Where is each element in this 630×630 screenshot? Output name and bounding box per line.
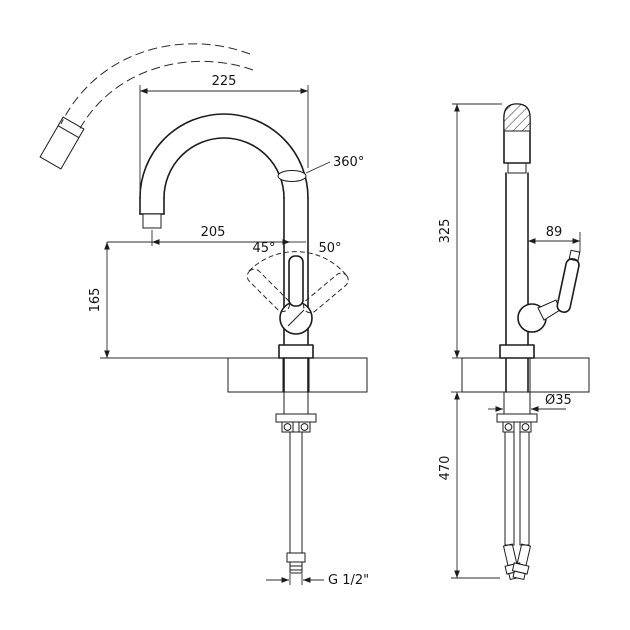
base-flange	[278, 344, 314, 359]
front-view-dimensions: 225 360° 205 45° 50° 165 G 1/2"	[88, 74, 369, 588]
faucet-body	[278, 197, 314, 359]
head-collar	[507, 162, 527, 174]
aerator	[142, 213, 162, 229]
mounting-hardware-side	[496, 391, 538, 433]
front-view: 225 360° 205 45° 50° 165 G 1/2"	[39, 43, 369, 588]
supply-hose	[286, 431, 306, 574]
handle-position-right-dashed	[303, 272, 349, 314]
dim-handle-offset-label: 89	[546, 225, 563, 240]
pullout-hose-dashed	[60, 43, 254, 133]
dim-body-height-label: 325	[438, 219, 453, 244]
swivel-angle-label: 360°	[333, 155, 364, 170]
side-view-dimensions: 325 89 Ø35 470	[438, 103, 581, 579]
mounting-screw	[300, 423, 309, 431]
thread-size-label: G 1/2"	[328, 573, 369, 588]
dim-hose-length-label: 470	[438, 456, 453, 481]
hose-connector	[289, 561, 303, 574]
handle-lever	[288, 255, 304, 307]
countertop-section-side	[461, 357, 590, 393]
supply-hoses-side	[502, 431, 532, 581]
threaded-shank	[283, 391, 309, 415]
handle-swing-left-label: 45°	[252, 241, 275, 256]
mounting-hardware	[275, 391, 317, 433]
countertop-section	[227, 357, 368, 393]
mounting-screw	[283, 423, 292, 431]
dim-spout-width-label: 225	[212, 74, 237, 89]
handle-position-left-dashed	[246, 268, 291, 313]
mounting-plate	[275, 413, 317, 423]
swivel-joint	[277, 170, 307, 182]
dim-spout-reach-label: 205	[201, 225, 226, 240]
dim-spout-height-label: 165	[88, 288, 103, 313]
handle-lever-side	[556, 258, 580, 313]
base-flange-side	[499, 344, 535, 359]
handle-swing-right-label: 50°	[318, 241, 341, 256]
side-view: 325 89 Ø35 470	[438, 103, 590, 581]
threaded-shank-side	[503, 391, 531, 415]
hose-fitting	[286, 552, 306, 563]
hole-diameter-label: Ø35	[545, 393, 572, 408]
spray-head	[503, 103, 531, 174]
handle	[246, 251, 349, 314]
side-body	[499, 172, 581, 359]
handle-swing-arc	[248, 251, 348, 277]
spray-nozzle	[39, 116, 85, 170]
spout	[139, 113, 309, 229]
